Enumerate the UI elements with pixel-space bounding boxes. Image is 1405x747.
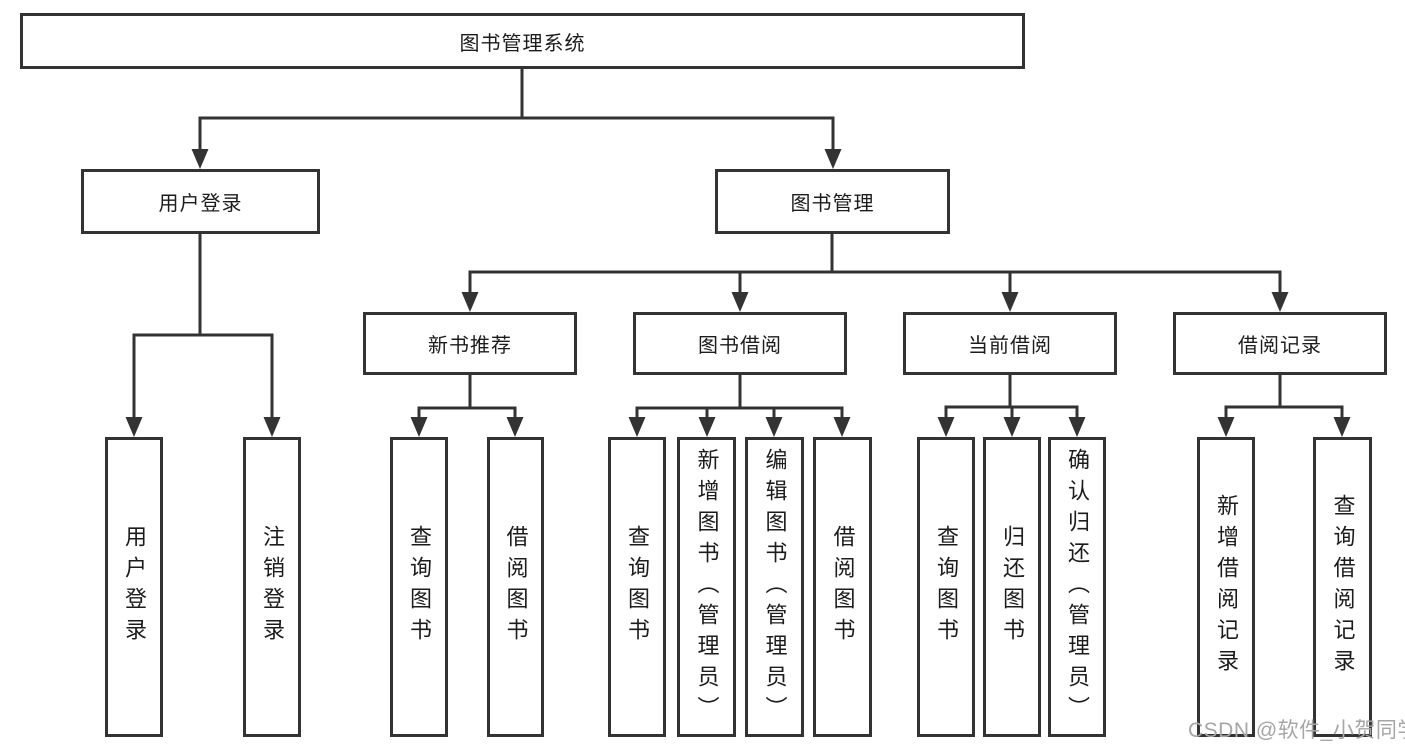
csdn-watermark: CSDN @软件_小贺同学: [1188, 719, 1405, 742]
leaf-label: 注销登录: [260, 525, 285, 649]
leaf-label: 查询借阅记录: [1330, 494, 1356, 680]
leaf-label: 借阅图书: [830, 525, 856, 649]
leaf-label: 新增图书（管理员）: [694, 447, 720, 727]
leaf-logout-login: 注销登录: [243, 437, 301, 737]
node-new-book-recommendation: 新书推荐: [363, 312, 577, 375]
leaf-label: 查询图书: [934, 525, 959, 649]
node-label: 当前借阅: [968, 335, 1052, 357]
leaf-label: 查询图书: [625, 525, 650, 649]
leaf-query-books: 查询图书: [608, 437, 666, 737]
leaf-label: 用户登录: [122, 525, 147, 649]
leaf-label: 借阅图书: [503, 525, 529, 649]
leaf-query-books: 查询图书: [917, 437, 975, 737]
node-label: 图书借阅: [698, 335, 782, 357]
node-label: 借阅记录: [1238, 335, 1322, 357]
leaf-query-books: 查询图书: [390, 437, 448, 737]
node-label: 图书管理: [790, 193, 875, 215]
node-library-management-system: 图书管理系统: [20, 13, 1025, 69]
leaf-label: 确认归还（管理员）: [1065, 447, 1090, 727]
node-label: 新书推荐: [428, 335, 512, 357]
node-label: 用户登录: [158, 193, 243, 215]
node-book-borrowing: 图书借阅: [633, 312, 847, 375]
node-borrowing-records: 借阅记录: [1173, 312, 1387, 375]
leaf-edit-books-admin: 编辑图书（管理员）: [745, 437, 804, 737]
leaf-borrow-books: 借阅图书: [487, 437, 544, 737]
leaf-add-books-admin: 新增图书（管理员）: [677, 437, 736, 737]
leaf-label: 查询图书: [407, 525, 432, 649]
node-current-borrowing: 当前借阅: [903, 312, 1117, 375]
node-label: 图书管理系统: [459, 32, 586, 55]
leaf-query-borrow-record: 查询借阅记录: [1313, 437, 1372, 737]
node-user-login: 用户登录: [81, 169, 320, 234]
leaf-confirm-return-admin: 确认归还（管理员）: [1048, 437, 1106, 737]
leaf-return-books: 归还图书: [983, 437, 1041, 737]
node-book-management: 图书管理: [715, 169, 950, 234]
leaf-label: 编辑图书（管理员）: [762, 447, 788, 727]
leaf-add-borrow-record: 新增借阅记录: [1197, 437, 1255, 737]
leaf-borrow-books: 借阅图书: [813, 437, 872, 737]
leaf-label: 归还图书: [1000, 525, 1025, 649]
leaf-user-login: 用户登录: [105, 437, 163, 737]
leaf-label: 新增借阅记录: [1214, 494, 1239, 680]
